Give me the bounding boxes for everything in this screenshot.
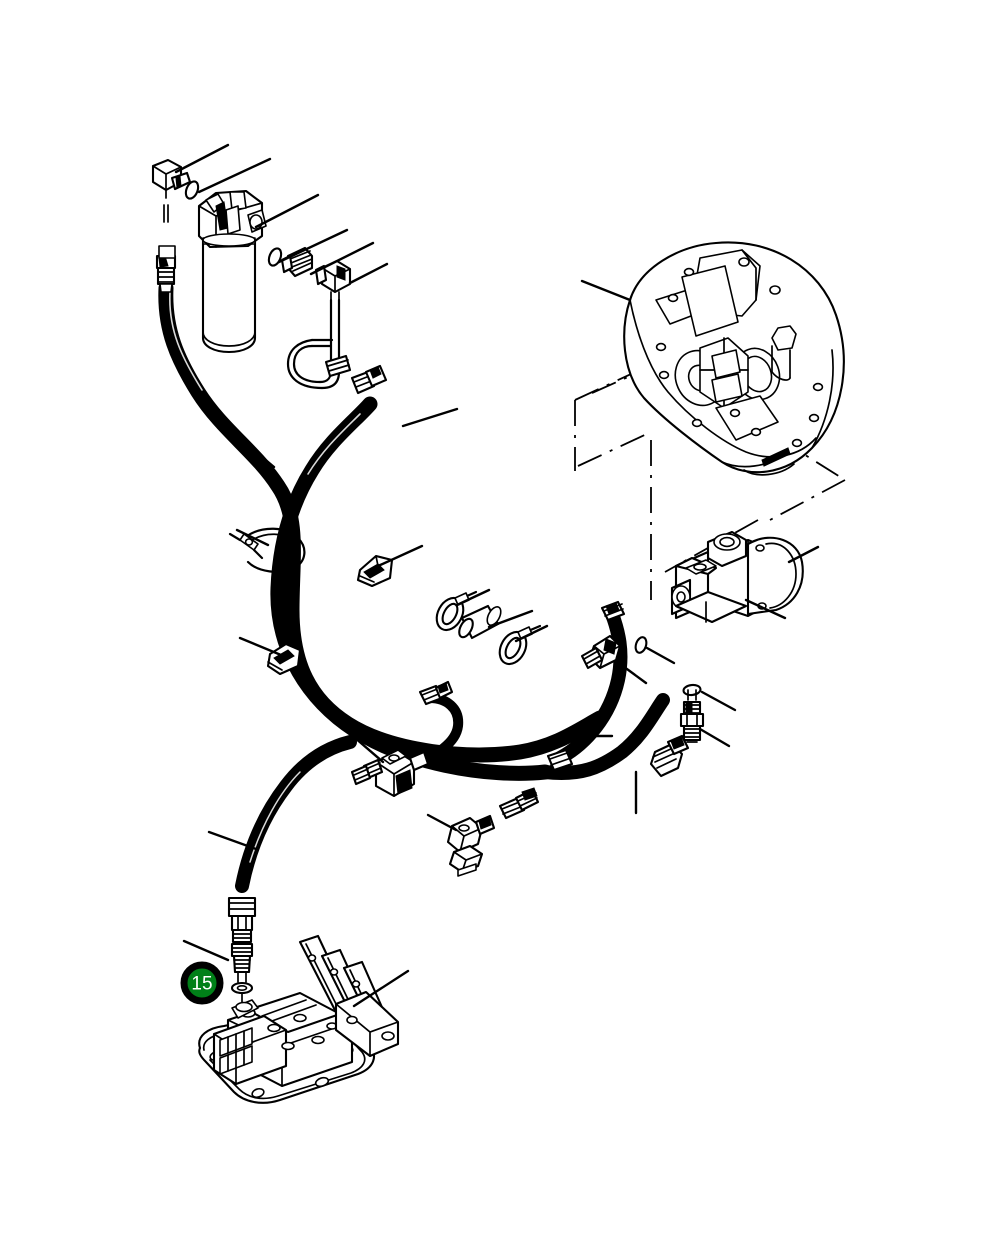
o-ring-pump-port	[682, 683, 702, 697]
spacer-bushing	[458, 604, 502, 640]
hose-clamp-double	[228, 527, 306, 573]
elbow-fitting-pump-hose	[649, 734, 690, 778]
hose-tee-jumper	[402, 693, 464, 771]
hose-pump-branch	[538, 607, 670, 780]
o-ring-right	[267, 247, 283, 267]
hose-to-control-valve	[235, 735, 357, 893]
hose-end-pump-branch	[600, 600, 626, 622]
hose-end-fitting-left	[155, 254, 177, 293]
o-ring-small	[634, 636, 648, 654]
seal-washer	[230, 981, 254, 1013]
retaining-clip-mid	[356, 554, 394, 588]
hydraulic-pump	[670, 530, 804, 624]
callout-15[interactable]: 15	[180, 961, 224, 1005]
callout-number: 15	[191, 974, 212, 995]
retaining-clip-left	[266, 642, 302, 676]
hose-end-tee-jumper	[418, 680, 454, 706]
hose-end-supply-top	[158, 245, 176, 259]
control-valve-block	[212, 991, 354, 1088]
straight-union-lower	[498, 787, 540, 820]
hose-end-mid-branch	[546, 748, 574, 772]
elbow-fitting-lower	[446, 814, 496, 877]
bell-housing	[623, 241, 845, 476]
elbow-fitting-right	[314, 259, 352, 305]
o-ring-upper	[184, 180, 200, 200]
tee-fitting-upper	[350, 749, 430, 798]
adapter-nipple	[280, 246, 314, 278]
oil-filter-assembly	[197, 189, 267, 354]
hose-assembly-supply	[158, 280, 608, 763]
hose-end-fitting-tube	[350, 364, 388, 395]
leader-lines	[174, 143, 820, 1008]
control-levers[interactable]	[298, 934, 400, 1058]
formed-steel-tube	[286, 298, 352, 390]
hose-assembly-return	[270, 396, 553, 781]
pump-union-fitting	[679, 689, 705, 743]
elbow-fitting-top-left	[151, 158, 192, 223]
banjo-bolt[interactable]	[230, 942, 254, 983]
hose-end-valve	[227, 896, 257, 944]
